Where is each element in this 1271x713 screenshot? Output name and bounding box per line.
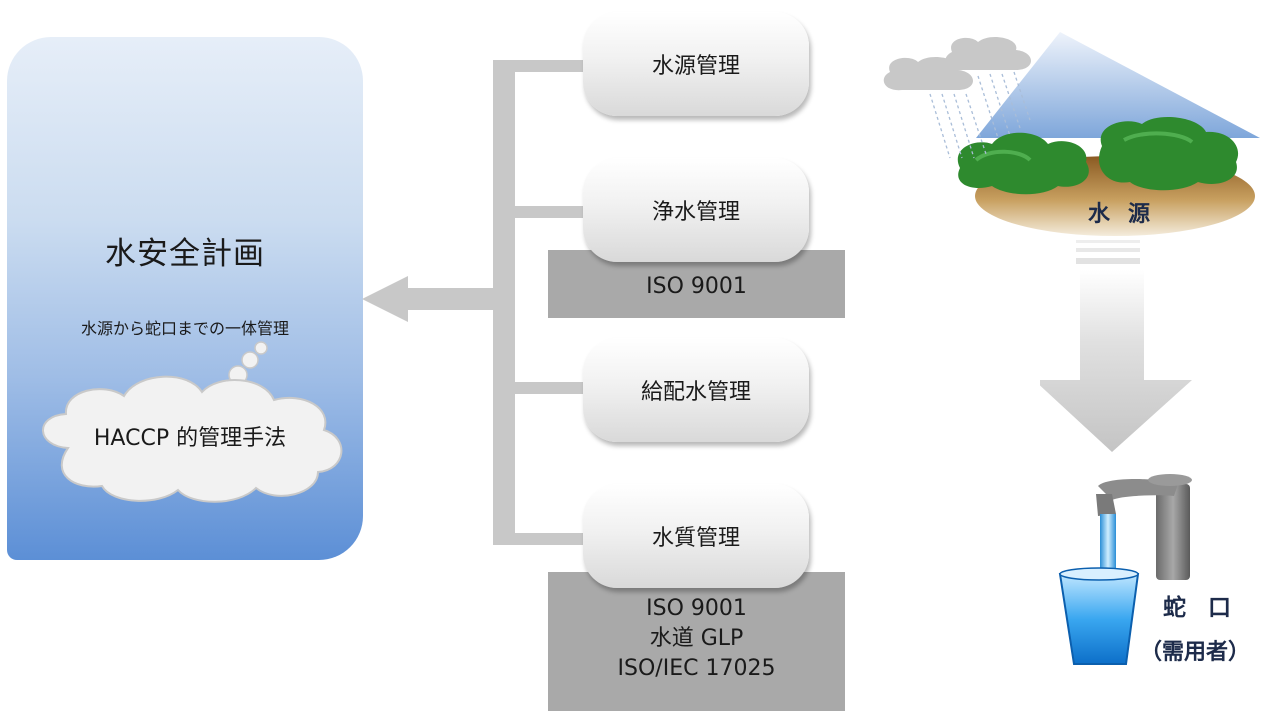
- standard-label: ISO 9001: [646, 274, 747, 299]
- thought-cloud-icon: [42, 341, 343, 503]
- standards-box: ISO 9001 水道 GLP ISO/IEC 17025: [548, 572, 845, 711]
- process-box-purification: 浄水管理: [583, 158, 809, 262]
- water-source-illustration: [883, 32, 1260, 236]
- connector-branch: [493, 60, 585, 72]
- left-arrow-icon: [362, 276, 502, 322]
- standard-label: 水道 GLP: [649, 626, 744, 651]
- consumer-label: （需用者）: [1140, 640, 1251, 665]
- process-box-water-source: 水源管理: [583, 12, 809, 116]
- standard-label: ISO 9001: [646, 596, 747, 621]
- connector-branch: [493, 206, 585, 218]
- connector-trunk: [493, 60, 515, 545]
- process-box-distribution: 給配水管理: [583, 338, 809, 442]
- connector-branch: [493, 382, 585, 394]
- down-arrow-icon: [1040, 240, 1192, 452]
- tap-label: 蛇口: [1163, 595, 1253, 621]
- faucet-icon: [1058, 474, 1192, 665]
- water-source-label: 水源: [1088, 202, 1169, 227]
- standard-label: ISO/IEC 17025: [617, 656, 776, 681]
- haccp-method-label: HACCP 的管理手法: [93, 426, 287, 451]
- plan-title: 水安全計画: [105, 236, 265, 272]
- connector-branch: [493, 533, 585, 545]
- process-box-water-quality: 水質管理: [583, 484, 809, 588]
- plan-subtitle: 水源から蛇口までの一体管理: [80, 319, 289, 338]
